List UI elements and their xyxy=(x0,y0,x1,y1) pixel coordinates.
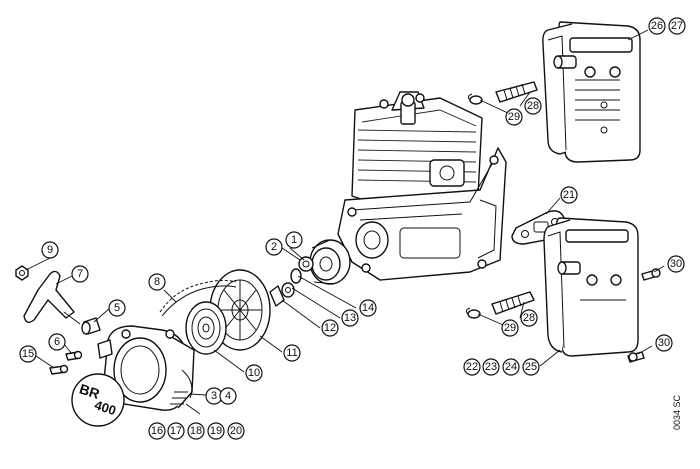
svg-text:11: 11 xyxy=(286,347,297,359)
svg-text:28: 28 xyxy=(527,100,539,112)
svg-text:29: 29 xyxy=(508,111,520,123)
svg-text:30: 30 xyxy=(670,258,682,270)
cover-text-line-1: BR xyxy=(77,381,101,402)
callout-28-lower: 28 xyxy=(520,309,538,327)
rope-guide-bushing xyxy=(81,317,101,335)
svg-text:6: 6 xyxy=(54,336,60,348)
svg-text:21: 21 xyxy=(563,189,575,201)
svg-text:3: 3 xyxy=(211,390,217,402)
callout-28-upper: 28 xyxy=(524,97,542,115)
svg-text:10: 10 xyxy=(248,367,260,379)
callout-11: 11 xyxy=(283,344,301,362)
svg-text:7: 7 xyxy=(77,268,83,280)
leader-lines xyxy=(25,29,665,415)
callout-8: 8 xyxy=(148,273,166,291)
svg-text:8: 8 xyxy=(154,276,160,288)
svg-text:24: 24 xyxy=(505,361,517,373)
callout-23: 23 xyxy=(482,358,500,376)
svg-text:25: 25 xyxy=(525,361,537,373)
callout-21: 21 xyxy=(560,186,578,204)
callout-25: 25 xyxy=(522,358,540,376)
svg-text:2: 2 xyxy=(271,241,277,253)
svg-text:30: 30 xyxy=(658,337,670,349)
stud-upper xyxy=(467,81,538,105)
starter-cup xyxy=(309,239,351,285)
callout-24: 24 xyxy=(502,358,520,376)
callout-1: 1 xyxy=(285,231,303,249)
crankcase xyxy=(337,147,507,281)
svg-text:17: 17 xyxy=(170,425,182,437)
drawing-code: 0034 SC xyxy=(672,394,682,430)
svg-text:27: 27 xyxy=(671,20,683,32)
callout-19: 19 xyxy=(207,422,225,440)
callout-29-upper: 29 xyxy=(505,108,523,126)
stud-lower xyxy=(465,291,535,319)
svg-text:23: 23 xyxy=(485,361,497,373)
nut-9 xyxy=(15,265,29,281)
callout-13: 13 xyxy=(341,309,359,327)
svg-text:19: 19 xyxy=(210,425,222,437)
callout-5: 5 xyxy=(108,299,126,317)
screw-30-upper xyxy=(641,268,661,281)
svg-text:28: 28 xyxy=(523,312,535,324)
callout-30-lower: 30 xyxy=(655,334,673,352)
screw-30-lower xyxy=(627,351,645,363)
callout-10: 10 xyxy=(245,364,263,382)
svg-text:12: 12 xyxy=(324,322,336,334)
callout-26: 26 xyxy=(648,17,666,35)
callout-7: 7 xyxy=(71,265,89,283)
rewind-spring xyxy=(185,301,227,355)
svg-text:9: 9 xyxy=(47,244,53,256)
callout-16: 16 xyxy=(148,422,166,440)
fan-housing xyxy=(97,325,195,411)
callout-6: 6 xyxy=(48,333,66,351)
callout-29-lower: 29 xyxy=(501,319,519,337)
callout-12: 12 xyxy=(321,319,339,337)
svg-text:1: 1 xyxy=(291,234,297,246)
svg-text:4: 4 xyxy=(225,390,231,402)
callout-27: 27 xyxy=(668,17,686,35)
svg-text:20: 20 xyxy=(230,425,242,437)
callout-9: 9 xyxy=(41,241,59,259)
nut-washer xyxy=(269,256,314,307)
callout-17: 17 xyxy=(167,422,185,440)
svg-text:5: 5 xyxy=(114,302,120,314)
brand-cover: BR 400 xyxy=(71,373,125,427)
callout-20: 20 xyxy=(227,422,245,440)
callout-22: 22 xyxy=(463,358,481,376)
svg-text:26: 26 xyxy=(651,20,663,32)
svg-text:15: 15 xyxy=(22,348,34,360)
callout-4: 4 xyxy=(219,387,237,405)
svg-text:14: 14 xyxy=(362,302,374,314)
callout-18: 18 xyxy=(187,422,205,440)
svg-text:29: 29 xyxy=(504,322,516,334)
callout-15: 15 xyxy=(19,345,37,363)
callout-2: 2 xyxy=(265,238,283,256)
svg-text:22: 22 xyxy=(466,361,478,373)
cover-text-line-2: 400 xyxy=(93,397,118,418)
muffler-lower xyxy=(543,217,639,357)
callout-30-upper: 30 xyxy=(667,255,685,273)
svg-text:13: 13 xyxy=(344,312,356,324)
screw-6 xyxy=(65,350,83,361)
muffler-upper xyxy=(542,21,641,163)
starter-rope xyxy=(159,279,237,317)
svg-text:18: 18 xyxy=(190,425,202,437)
starter-handle xyxy=(23,270,81,325)
svg-text:16: 16 xyxy=(151,425,163,437)
callout-14: 14 xyxy=(359,299,377,317)
